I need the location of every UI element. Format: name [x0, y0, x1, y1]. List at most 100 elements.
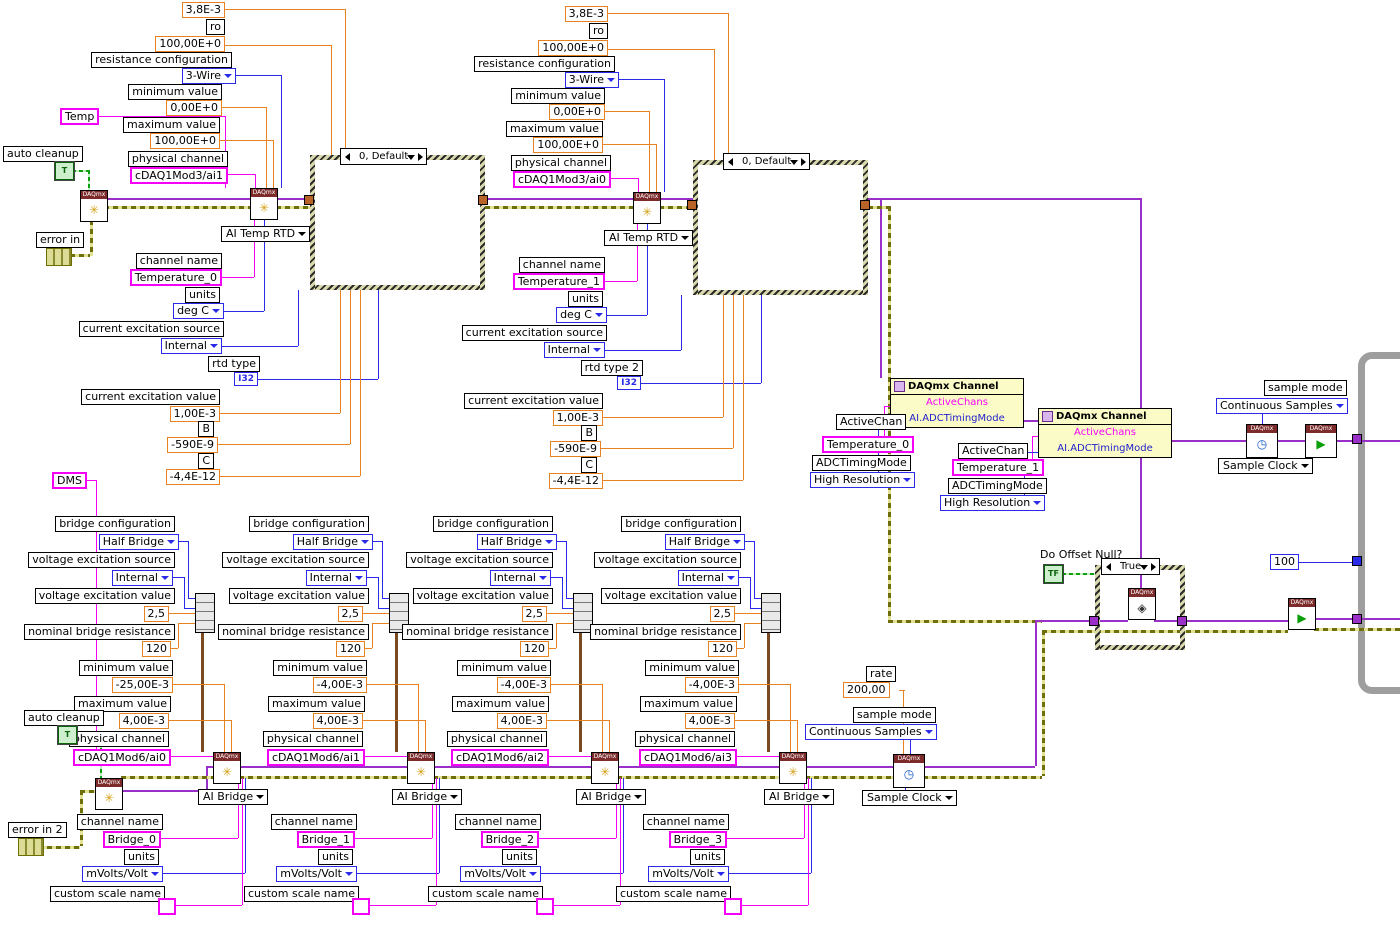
r0-constant[interactable]: 3,8E-3	[181, 2, 225, 18]
activechan-constant[interactable]: Temperature_0	[822, 436, 915, 453]
voltage-excitation-value-constant[interactable]: 2,5	[337, 606, 363, 622]
adctimingmode-enum[interactable]: High Resolution	[810, 472, 916, 488]
resistance-configuration-enum[interactable]: 3-Wire	[181, 68, 236, 84]
property-activechans[interactable]: ActiveChans	[1074, 427, 1136, 438]
sample-mode-enum[interactable]: Continuous Samples	[805, 724, 937, 740]
daqmx-channel-property-node[interactable]: DAQmx Channel ActiveChans AI.ADCTimingMo…	[1038, 408, 1172, 458]
auto-cleanup-boolean[interactable]: T	[58, 726, 77, 744]
channel-name-constant[interactable]: Temperature_0	[129, 269, 222, 286]
custom-scale-name-constant[interactable]	[724, 898, 742, 915]
daqmx-create-task-vi[interactable]: DAQmx ✳	[95, 778, 123, 810]
instance-selector-ring[interactable]: AI Bridge	[392, 789, 463, 805]
temp-label[interactable]: Temp	[60, 108, 100, 125]
voltage-excitation-source-enum[interactable]: Internal	[489, 570, 551, 586]
daqmx-channel-property-node[interactable]: DAQmx Channel ActiveChans AI.ADCTimingMo…	[890, 378, 1024, 428]
error-in-cluster[interactable]	[46, 248, 72, 266]
ro-constant[interactable]: 100,00E+0	[155, 36, 225, 52]
voltage-excitation-source-enum[interactable]: Internal	[111, 570, 173, 586]
case-next-icon[interactable]	[418, 153, 424, 161]
physical-channel-constant[interactable]: cDAQ1Mod3/ai1	[129, 167, 228, 184]
rtd-type-constant[interactable]: I32	[234, 372, 258, 386]
channel-name-constant[interactable]: Temperature_1	[512, 273, 605, 290]
daqmx-timing-vi[interactable]: DAQmx ◷	[1246, 424, 1278, 458]
dms-label[interactable]: DMS	[52, 472, 87, 489]
rate-constant[interactable]: 200,00	[843, 682, 890, 698]
case-next-icon[interactable]	[1151, 563, 1157, 571]
current-excitation-source-enum[interactable]: Internal	[160, 338, 222, 354]
sample-mode-enum[interactable]: Continuous Samples	[1216, 398, 1348, 414]
daqmx-create-task-vi[interactable]: DAQmx ✳	[80, 190, 108, 222]
bundle-node[interactable]	[573, 593, 593, 633]
minimum-value-constant[interactable]: -25,00E-3	[111, 677, 173, 693]
c-constant[interactable]: -4,4E-12	[548, 473, 603, 489]
case-dropdown-icon[interactable]	[1140, 565, 1149, 570]
clock-type-ring[interactable]: Sample Clock	[862, 790, 957, 806]
daqmx-create-channel-vi[interactable]: DAQmx ✳	[250, 188, 278, 220]
ro-constant[interactable]: 100,00E+0	[538, 40, 608, 56]
instance-selector-ring[interactable]: AI Bridge	[198, 789, 269, 805]
minimum-value-constant[interactable]: 0,00E+0	[549, 104, 605, 120]
nominal-bridge-resistance-constant[interactable]: 120	[520, 641, 549, 657]
units-enum[interactable]: mVolts/Volt	[82, 866, 163, 882]
physical-channel-constant[interactable]: cDAQ1Mod6/ai1	[266, 749, 365, 766]
do-offset-null-boolean[interactable]: TF	[1044, 565, 1063, 583]
instance-selector-ring[interactable]: AI Temp RTD	[221, 226, 311, 242]
bridge-configuration-enum[interactable]: Half Bridge	[476, 534, 557, 550]
voltage-excitation-source-enum[interactable]: Internal	[305, 570, 367, 586]
instance-selector-ring[interactable]: AI Temp RTD	[604, 230, 694, 246]
current-excitation-value-constant[interactable]: 1,00E-3	[169, 406, 220, 422]
bridge-configuration-enum[interactable]: Half Bridge	[292, 534, 373, 550]
daqmx-create-channel-vi[interactable]: DAQmx ✳	[591, 752, 619, 784]
maximum-value-constant[interactable]: 100,00E+0	[533, 137, 603, 153]
property-adctimingmode[interactable]: AI.ADCTimingMode	[1057, 443, 1153, 454]
voltage-excitation-value-constant[interactable]: 2,5	[709, 606, 735, 622]
daqmx-create-channel-vi[interactable]: DAQmx ✳	[633, 192, 661, 224]
b-constant[interactable]: -590E-9	[550, 441, 601, 457]
current-excitation-source-enum[interactable]: Internal	[543, 342, 605, 358]
nominal-bridge-resistance-constant[interactable]: 120	[708, 641, 737, 657]
bridge-configuration-enum[interactable]: Half Bridge	[98, 534, 179, 550]
property-adctimingmode[interactable]: AI.ADCTimingMode	[909, 413, 1005, 424]
daqmx-start-task-vi[interactable]: DAQmx ▶	[1305, 424, 1337, 458]
custom-scale-name-constant[interactable]	[536, 898, 554, 915]
custom-scale-name-constant[interactable]	[352, 898, 370, 915]
units-enum[interactable]: mVolts/Volt	[648, 866, 729, 882]
case-dropdown-icon[interactable]	[407, 155, 416, 160]
r0-constant[interactable]: 3,8E-3	[564, 6, 608, 22]
case-next-icon[interactable]	[801, 158, 807, 166]
case-dropdown-icon[interactable]	[790, 160, 799, 165]
channel-name-constant[interactable]: Bridge_3	[668, 831, 727, 848]
case-prev-icon[interactable]	[728, 158, 733, 166]
minimum-value-constant[interactable]: 0,00E+0	[166, 100, 222, 116]
adctimingmode-enum[interactable]: High Resolution	[940, 495, 1046, 511]
voltage-excitation-source-enum[interactable]: Internal	[677, 570, 739, 586]
daqmx-offset-null-vi[interactable]: DAQmx ◈	[1128, 588, 1156, 620]
physical-channel-constant[interactable]: cDAQ1Mod6/ai0	[72, 749, 171, 766]
bundle-node[interactable]	[761, 593, 781, 633]
minimum-value-constant[interactable]: -4,00E-3	[684, 677, 739, 693]
case-selector[interactable]: True	[1101, 558, 1161, 575]
instance-selector-ring[interactable]: AI Bridge	[576, 789, 647, 805]
voltage-excitation-value-constant[interactable]: 2,5	[143, 606, 169, 622]
c-constant[interactable]: -4,4E-12	[165, 469, 220, 485]
channel-name-constant[interactable]: Bridge_2	[480, 831, 539, 848]
case-prev-icon[interactable]	[1106, 563, 1111, 571]
minimum-value-constant[interactable]: -4,00E-3	[496, 677, 551, 693]
nominal-bridge-resistance-constant[interactable]: 120	[142, 641, 171, 657]
custom-scale-name-constant[interactable]	[158, 898, 176, 915]
physical-channel-constant[interactable]: cDAQ1Mod6/ai3	[638, 749, 737, 766]
auto-cleanup-boolean[interactable]: T	[55, 162, 74, 180]
case-prev-icon[interactable]	[345, 153, 350, 161]
nominal-bridge-resistance-constant[interactable]: 120	[336, 641, 365, 657]
daqmx-create-channel-vi[interactable]: DAQmx ✳	[779, 752, 807, 784]
clock-type-ring[interactable]: Sample Clock	[1218, 458, 1313, 474]
minimum-value-constant[interactable]: -4,00E-3	[312, 677, 367, 693]
daqmx-create-channel-vi[interactable]: DAQmx ✳	[213, 752, 241, 784]
daqmx-create-channel-vi[interactable]: DAQmx ✳	[407, 752, 435, 784]
case-selector[interactable]: 0, Default	[723, 153, 811, 170]
current-excitation-value-constant[interactable]: 1,00E-3	[552, 410, 603, 426]
bridge-configuration-enum[interactable]: Half Bridge	[664, 534, 745, 550]
daqmx-timing-vi[interactable]: DAQmx ◷	[893, 754, 925, 788]
activechan-constant[interactable]: Temperature_1	[952, 459, 1045, 476]
units-enum[interactable]: mVolts/Volt	[460, 866, 541, 882]
